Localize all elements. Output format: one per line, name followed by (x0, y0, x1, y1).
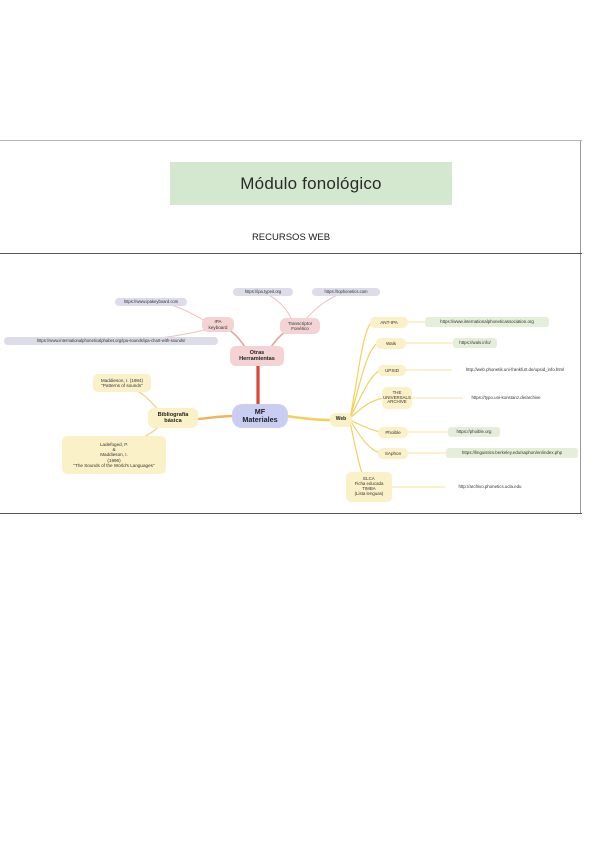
transcriptor-fonetico-node: Transcriptor Fonético (280, 318, 320, 334)
header-top-line (0, 140, 582, 141)
branch-biblio-line (197, 414, 235, 421)
bibliografia-node: Bibliografía básica (148, 408, 198, 428)
section-subtitle: RECURSOS WEB (251, 232, 331, 243)
branch-web-line (285, 414, 331, 422)
otras-herramientas-node: Otras Herramientas (230, 346, 284, 366)
web-item-saphon: SAphon (378, 448, 408, 459)
biblio-ref-ladefoged: Ladefoged, P. & Maddieson, I. (1996) "Th… (62, 436, 166, 474)
web-url-phoible[interactable]: https://phoible.org (448, 427, 500, 437)
web-url-elca[interactable]: http://archivo.phonetics.ucla.edu (445, 482, 535, 492)
transcriptor-url-line-2 (304, 292, 343, 321)
web-url-lines (391, 321, 463, 488)
web-item-ant-ipa: ANT-IPA (370, 317, 408, 328)
web-url-universals-archive[interactable]: https://typo.uni-konstanz.de/archive (463, 393, 549, 403)
transcriptor-url-line-1 (264, 292, 293, 321)
ipa-keyboard-node: IPA keyboard (202, 317, 234, 332)
web-item-phoible: Phoible (378, 427, 408, 438)
web-item-elca: ELCA Ficha educada TIMBA (Lista lenguas) (346, 472, 392, 502)
transcriptor-url-1[interactable]: https://ipa.typeit.org (233, 288, 293, 296)
page-title: Módulo fonológico (170, 162, 452, 205)
web-url-saphon[interactable]: https://linguistics.berkeley.edu/saphon/… (446, 448, 578, 458)
web-item-wals: Wals (376, 338, 406, 349)
ipa-keyboard-url-1[interactable]: https://www.ipakeyboard.com (115, 298, 187, 306)
web-item-upsid: UPSID (378, 365, 406, 376)
right-border-line (580, 140, 581, 514)
web-item-universals-archive: THE UNIVERSALS ARCHIVE (382, 387, 412, 409)
section-divider-top (0, 253, 582, 254)
center-node: MF Materiales (232, 404, 288, 428)
web-url-wals[interactable]: https://wals.info/ (453, 338, 497, 348)
web-node: Web (330, 413, 352, 427)
ipa-keyboard-url-2[interactable]: https://www.internationalphoneticalphabe… (4, 337, 218, 345)
transcriptor-url-2[interactable]: https://tophonetics.com (312, 288, 380, 296)
web-url-ant-ipa[interactable]: https://www.internationalphoneticassocia… (425, 317, 549, 327)
section-divider-bottom (0, 513, 582, 514)
web-url-upsid[interactable]: http://web.phonetik.uni-frankfurt.de/ups… (452, 365, 578, 375)
biblio-ref-maddieson: Maddieson, I. (1984) "Patterns of sounds… (93, 374, 151, 392)
